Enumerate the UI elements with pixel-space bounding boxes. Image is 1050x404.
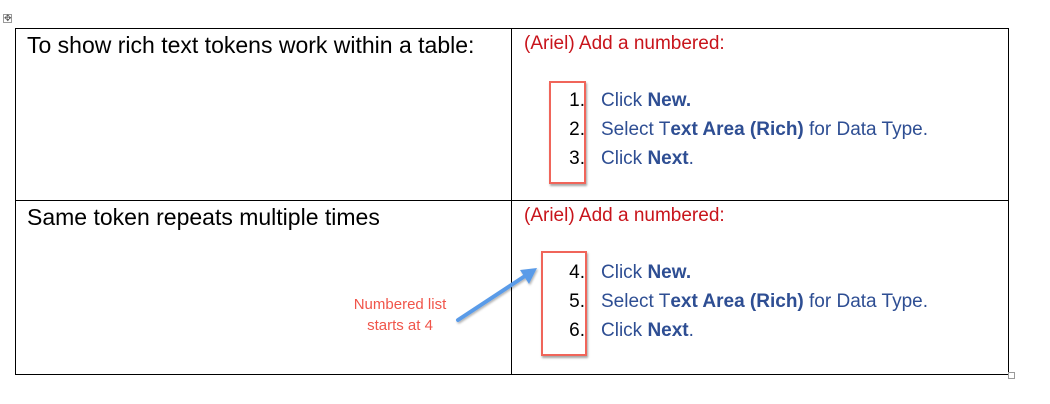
cell-description: To show rich text tokens work within a t… (27, 32, 475, 58)
list-number: 5. (569, 290, 585, 312)
step-text-plain: Click (601, 319, 648, 341)
list-item: 1. Click New. (552, 86, 928, 115)
document-table: To show rich text tokens work within a t… (15, 28, 1009, 375)
list-number: 3. (569, 147, 585, 169)
list-number: 4. (569, 261, 585, 283)
list-number: 2. (569, 118, 585, 140)
numbered-list: 4. Click New. 5. Select Text Area (Rich)… (552, 258, 928, 345)
table-row: Same token repeats multiple times (Ariel… (15, 200, 1009, 375)
list-number: 1. (569, 89, 585, 111)
table-cell-right[interactable]: (Ariel) Add a numbered: 4. Click New. 5.… (511, 200, 1009, 375)
annotation-line: Numbered list (353, 296, 447, 313)
list-item: 3. Click Next. (552, 144, 928, 173)
annotation-line: starts at 4 (367, 317, 433, 334)
table-cell-right[interactable]: (Ariel) Add a numbered: 1. Click New. 2.… (511, 28, 1009, 201)
step-text-plain: Click (601, 147, 648, 169)
table-row: To show rich text tokens work within a t… (15, 28, 1009, 201)
step-text: Click New. (601, 262, 691, 284)
table-resize-handle-icon[interactable] (1008, 372, 1015, 379)
instruction-heading: (Ariel) Add a numbered: (524, 33, 725, 54)
numbered-list: 1. Click New. 2. Select Text Area (Rich)… (552, 86, 928, 173)
table-move-handle-icon[interactable]: ✥ (3, 13, 12, 23)
annotation-callout: Numbered list starts at 4 (335, 294, 465, 336)
step-text-bold: Next (647, 147, 689, 169)
step-text-bold: Next (647, 319, 689, 341)
step-text: Click Next. (601, 320, 694, 342)
step-text: Select Text Area (Rich) for Data Type. (601, 291, 928, 313)
step-text: Click New. (601, 90, 691, 112)
step-text-bold: ext Area (Rich) (670, 290, 804, 312)
step-text: Click Next. (601, 148, 694, 170)
table-cell-left[interactable]: Same token repeats multiple times (15, 200, 512, 375)
step-text-plain: Select T (601, 290, 671, 312)
table-cell-left[interactable]: To show rich text tokens work within a t… (15, 28, 512, 201)
step-text-bold: New. (647, 89, 692, 111)
step-text-plain: Click (601, 261, 648, 283)
step-text-plain: for Data Type. (803, 118, 929, 140)
list-item: 2. Select Text Area (Rich) for Data Type… (552, 115, 928, 144)
step-text: Select Text Area (Rich) for Data Type. (601, 119, 928, 141)
list-item: 4. Click New. (552, 258, 928, 287)
step-text-bold: ext Area (Rich) (670, 118, 804, 140)
step-text-bold: New. (647, 261, 692, 283)
step-text-plain: . (688, 319, 694, 341)
step-text-plain: Select T (601, 118, 671, 140)
list-item: 5. Select Text Area (Rich) for Data Type… (552, 287, 928, 316)
list-number: 6. (569, 319, 585, 341)
step-text-plain: . (688, 147, 694, 169)
step-text-plain: Click (601, 89, 648, 111)
list-item: 6. Click Next. (552, 316, 928, 345)
cell-description: Same token repeats multiple times (27, 204, 380, 230)
instruction-heading: (Ariel) Add a numbered: (524, 205, 725, 226)
step-text-plain: for Data Type. (803, 290, 929, 312)
